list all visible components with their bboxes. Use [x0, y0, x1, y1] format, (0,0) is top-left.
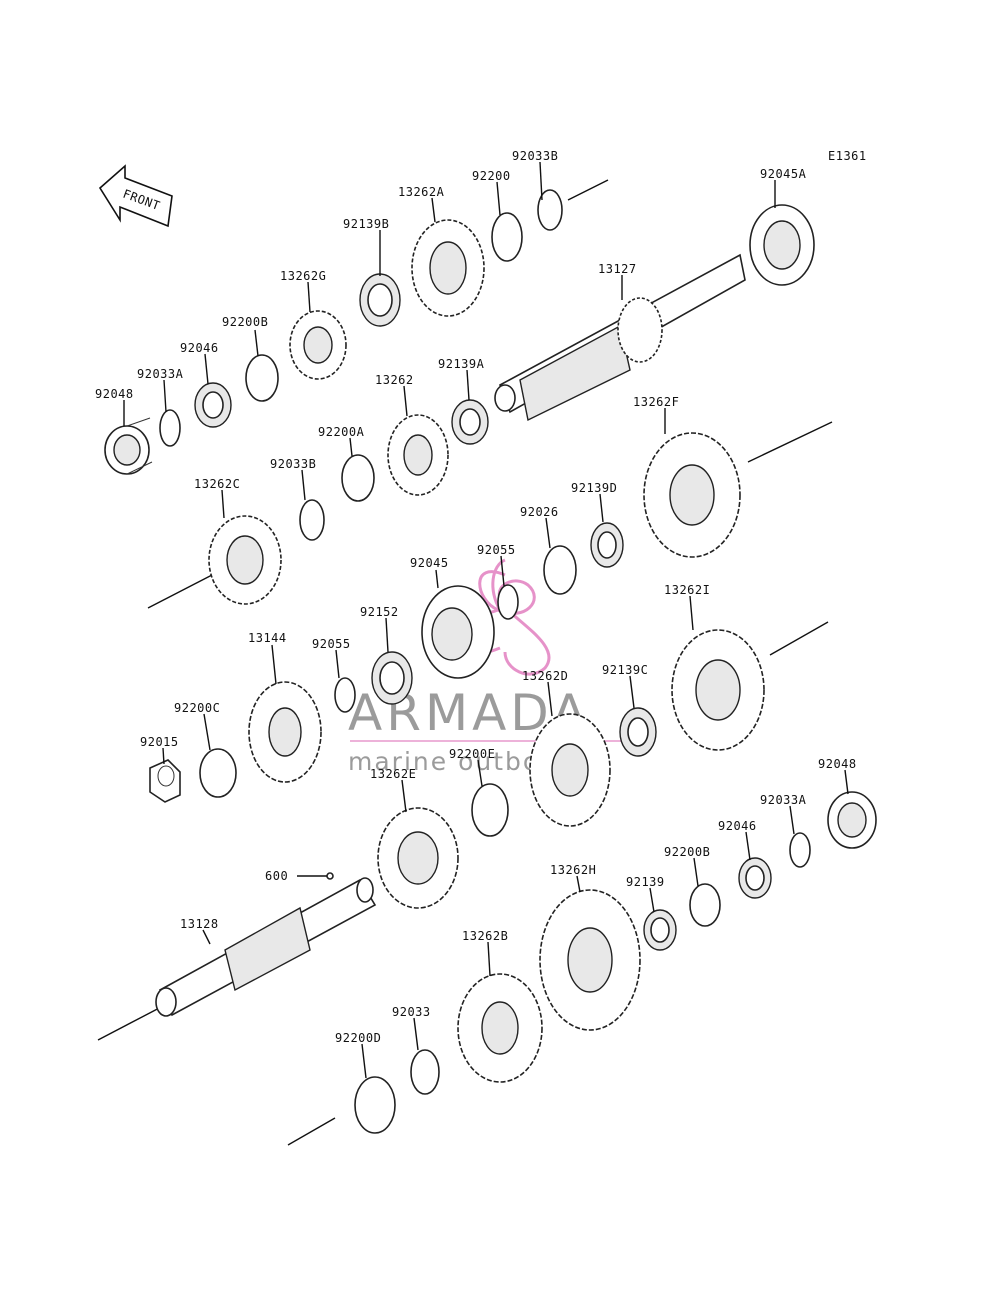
part-92200D-washer [354, 1076, 396, 1134]
part-13262G-gear [289, 310, 347, 380]
part-92139D-bushing [590, 522, 624, 568]
label-92045A: 92045A [760, 167, 807, 181]
part-13262I-gear [671, 629, 765, 751]
part-92200B-washer-low [689, 883, 721, 927]
label-92046-low: 92046 [718, 819, 757, 833]
part-number-labels: 92033B 92045A 92200 13262A 92139B 13127 … [95, 149, 857, 1045]
label-13128: 13128 [180, 917, 219, 931]
part-92033A-circlip [159, 409, 181, 447]
part-92015-nut [149, 759, 181, 803]
label-92055-top: 92055 [477, 543, 516, 557]
part-600-marker [326, 872, 334, 880]
label-92033B-mid: 92033B [270, 457, 316, 471]
label-92033A-top: 92033A [137, 367, 184, 381]
axis-line-top [567, 179, 609, 201]
label-13262I: 13262I [664, 583, 710, 597]
label-92046-top: 92046 [180, 341, 219, 355]
label-92200D: 92200D [335, 1031, 381, 1045]
label-600: 600 [265, 869, 288, 883]
axis-line-right [769, 621, 829, 656]
label-92048-top: 92048 [95, 387, 134, 401]
axis-line-bottom-left [97, 1004, 166, 1041]
part-92200-washer [491, 212, 523, 262]
part-13262E-gear [377, 807, 459, 909]
label-92033B-top: 92033B [512, 149, 558, 163]
label-92139A: 92139A [438, 357, 485, 371]
label-13262H: 13262H [550, 863, 596, 877]
part-13262F-gear [643, 432, 741, 558]
part-13262-gear [387, 414, 449, 496]
diagram-code: E1361 [828, 149, 867, 163]
label-92200: 92200 [472, 169, 511, 183]
leader-lines [123, 161, 849, 1079]
label-13262A: 13262A [398, 185, 445, 199]
part-92046-needle-bearing-low [738, 857, 772, 899]
part-92200B-washer [245, 354, 279, 402]
label-13144: 13144 [248, 631, 287, 645]
label-92139: 92139 [626, 875, 665, 889]
label-92026: 92026 [520, 505, 559, 519]
label-92139D: 92139D [571, 481, 617, 495]
label-92200E: 92200E [449, 747, 495, 761]
part-92139-bushing [643, 909, 677, 951]
part-92200A-washer [341, 454, 375, 502]
part-92046-needle-bearing [194, 382, 232, 428]
part-13127-input-shaft [494, 253, 746, 422]
label-92033A-low: 92033A [760, 793, 807, 807]
label-13262C: 13262C [194, 477, 240, 491]
part-92045A-bearing [749, 204, 815, 286]
part-92139A-bushing [451, 399, 489, 445]
label-92045: 92045 [410, 556, 449, 570]
label-92033: 92033 [392, 1005, 431, 1019]
part-92139C-bushing [619, 707, 657, 757]
part-92033B-circlip-mid [299, 499, 325, 541]
part-92033-circlip [410, 1049, 440, 1095]
label-13262D: 13262D [522, 669, 568, 683]
part-13262B-gear [457, 973, 543, 1083]
part-13262A-gear [411, 219, 485, 317]
part-13262C-gear [208, 515, 282, 605]
axis-line-left [147, 574, 213, 609]
label-92015: 92015 [140, 735, 179, 749]
part-92045-bearing [421, 585, 495, 679]
label-13127: 13127 [598, 262, 637, 276]
label-92152: 92152 [360, 605, 399, 619]
part-92055-o-ring-low [334, 677, 356, 713]
part-13128-output-shaft [155, 877, 377, 1017]
label-92139C: 92139C [602, 663, 648, 677]
label-92200B-top: 92200B [222, 315, 268, 329]
label-92200B-low: 92200B [664, 845, 710, 859]
part-92048-bearing [104, 417, 153, 475]
axis-line-bottom [287, 1117, 336, 1146]
label-13262F: 13262F [633, 395, 679, 409]
part-92139B-bushing [359, 273, 401, 327]
part-92055-o-ring [497, 584, 519, 620]
part-92048-bearing-low [827, 791, 877, 849]
label-92055-low: 92055 [312, 637, 351, 651]
part-92033B-circlip [537, 189, 563, 231]
label-92200C: 92200C [174, 701, 220, 715]
part-92033A-circlip-low [789, 832, 811, 868]
axis-line-upper-right [747, 421, 833, 463]
front-direction-icon: FRONT [98, 164, 173, 228]
label-92139B: 92139B [343, 217, 389, 231]
label-13262B: 13262B [462, 929, 508, 943]
part-92026-washer [543, 545, 577, 595]
part-13144-sprocket [248, 681, 322, 783]
part-13262D-gear [529, 713, 611, 827]
label-13262: 13262 [375, 373, 414, 387]
part-92152-collar [371, 651, 413, 705]
part-13262H-gear [539, 889, 641, 1031]
label-13262G: 13262G [280, 269, 326, 283]
label-13262E: 13262E [370, 767, 416, 781]
part-92200C-washer [199, 748, 237, 798]
label-92200A: 92200A [318, 425, 365, 439]
label-92048-low: 92048 [818, 757, 857, 771]
part-92200E-washer [471, 783, 509, 837]
